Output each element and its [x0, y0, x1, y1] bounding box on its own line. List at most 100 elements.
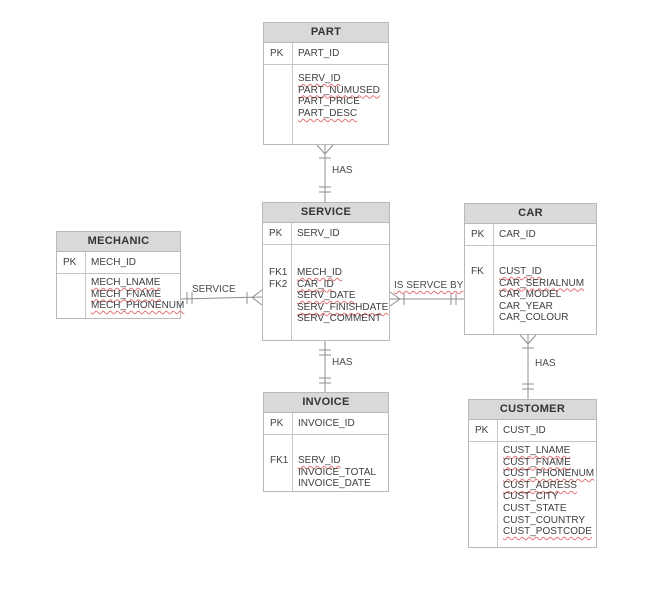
- attribute-name: SERV_ID: [298, 73, 341, 84]
- fk-key-label: [263, 290, 291, 302]
- fk-key-label: [57, 277, 85, 289]
- fk-key-label: [264, 96, 292, 108]
- relationship-label-mechanic-service: SERVICE: [192, 284, 236, 295]
- fk-key-label: [57, 300, 85, 312]
- fk-key-label: [264, 108, 292, 120]
- fk-key-label: [469, 457, 497, 469]
- fk-key-label: FK2: [269, 278, 288, 290]
- attribute-row: CUST_LNAME: [469, 445, 596, 457]
- attribute-row: SERV_FINISHDATE: [263, 302, 389, 314]
- attribute-name: CUST_CITY: [503, 491, 559, 503]
- attribute-row: PART_PRICE: [264, 96, 388, 108]
- attribute-row: CUST_FNAME: [469, 457, 596, 469]
- attribute-name: CUST_STATE: [503, 502, 567, 514]
- attribute-row: PART_NUMUSED: [264, 85, 388, 97]
- pk-row: PK MECH_ID: [57, 252, 180, 274]
- fk-key-label: [465, 278, 493, 290]
- entity-title: CUSTOMER: [469, 400, 596, 420]
- attribute-row: FK1 MECH_ID: [263, 267, 389, 279]
- attribute-name: PART_NUMUSED: [298, 84, 380, 96]
- attribute-row: INVOICE_DATE: [264, 478, 388, 490]
- fk-key-label: [465, 312, 493, 324]
- crowsfoot-many-icon: [519, 334, 537, 345]
- relationship-label-service-invoice: HAS: [332, 357, 353, 368]
- attribute-row: CUST_PHONENUM: [469, 468, 596, 480]
- attribute-row: MECH_FNAME: [57, 289, 180, 301]
- double-tick-icon: [319, 186, 331, 193]
- attribute-name: MECH_PHONENUM: [91, 300, 185, 312]
- pk-field-name: PART_ID: [298, 48, 340, 59]
- fk-key-label: [469, 503, 497, 515]
- attribute-name: MECH_ID: [297, 267, 343, 278]
- attribute-row: CUST_POSTCODE: [469, 526, 596, 538]
- attribute-row: SERV_DATE: [263, 290, 389, 302]
- attribute-row: PART_DESC: [264, 108, 388, 120]
- attribute-name: CAR_MODEL: [499, 289, 562, 301]
- attribute-row: CAR_MODEL: [465, 289, 596, 301]
- entity-title: INVOICE: [264, 393, 388, 413]
- attribute-name: CUST_LNAME: [503, 445, 571, 456]
- attribute-row: CAR_SERIALNUM: [465, 278, 596, 290]
- relationship-label-part-service: HAS: [332, 165, 353, 176]
- double-tick-icon: [450, 293, 457, 305]
- pk-row: PK INVOICE_ID: [264, 413, 388, 435]
- crowsfoot-many-icon: [389, 291, 401, 307]
- pk-key-label: PK: [270, 418, 284, 429]
- attribute-row: MECH_LNAME: [57, 277, 180, 289]
- fk-key-label: FK1: [269, 267, 288, 278]
- attribute-row: SERV_COMMENT: [263, 313, 389, 325]
- entity-title: SERVICE: [263, 203, 389, 223]
- pk-field-name: SERV_ID: [297, 228, 340, 239]
- attribute-row: CUST_CITY: [469, 491, 596, 503]
- pk-key-label: PK: [269, 228, 283, 239]
- pk-field-name: CAR_ID: [499, 229, 536, 240]
- pk-row: PK CUST_ID: [469, 420, 596, 442]
- pk-field-name: INVOICE_ID: [298, 418, 355, 429]
- attribute-row: CAR_YEAR: [465, 301, 596, 313]
- pk-key-label: PK: [471, 229, 485, 240]
- attribute-name: CAR_SERIALNUM: [499, 277, 585, 289]
- attribute-name: CAR_COLOUR: [499, 312, 569, 324]
- pk-key-label: PK: [475, 425, 489, 436]
- fk-key-label: [264, 85, 292, 97]
- connector-service-car: [389, 291, 464, 307]
- fk-key-label: [465, 301, 493, 313]
- pk-field-name: MECH_ID: [91, 257, 137, 268]
- entity-title: MECHANIC: [57, 232, 180, 252]
- attribute-name: SERV_FINISHDATE: [297, 301, 389, 313]
- attribute-row: CUST_ADRESS: [469, 480, 596, 492]
- attribute-row: SERV_ID: [264, 73, 388, 85]
- attribute-name: CAR_YEAR: [499, 300, 553, 312]
- entity-title: CAR: [465, 204, 596, 224]
- attribute-name: PART_PRICE: [298, 96, 360, 108]
- fk-key-label: [264, 467, 292, 479]
- attribute-row: CAR_COLOUR: [465, 312, 596, 324]
- pk-row: PK SERV_ID: [263, 223, 389, 245]
- attribute-name: SERV_ID: [298, 455, 341, 466]
- pk-row: PK PART_ID: [264, 43, 388, 65]
- fk-key-label: [264, 478, 292, 490]
- fk-key-label: [469, 526, 497, 538]
- attribute-row: CUST_COUNTRY: [469, 515, 596, 527]
- fk-key-label: [469, 491, 497, 503]
- fk-key-label: FK: [471, 266, 484, 277]
- attribute-name: CUST_FNAME: [503, 456, 571, 468]
- pk-key-label: PK: [270, 48, 284, 59]
- attribute-name: CUST_ID: [499, 266, 542, 277]
- attribute-name: SERV_COMMENT: [297, 313, 382, 325]
- fk-key-label: [469, 468, 497, 480]
- relationship-label-service-car: IS SERVCE BY: [394, 280, 464, 291]
